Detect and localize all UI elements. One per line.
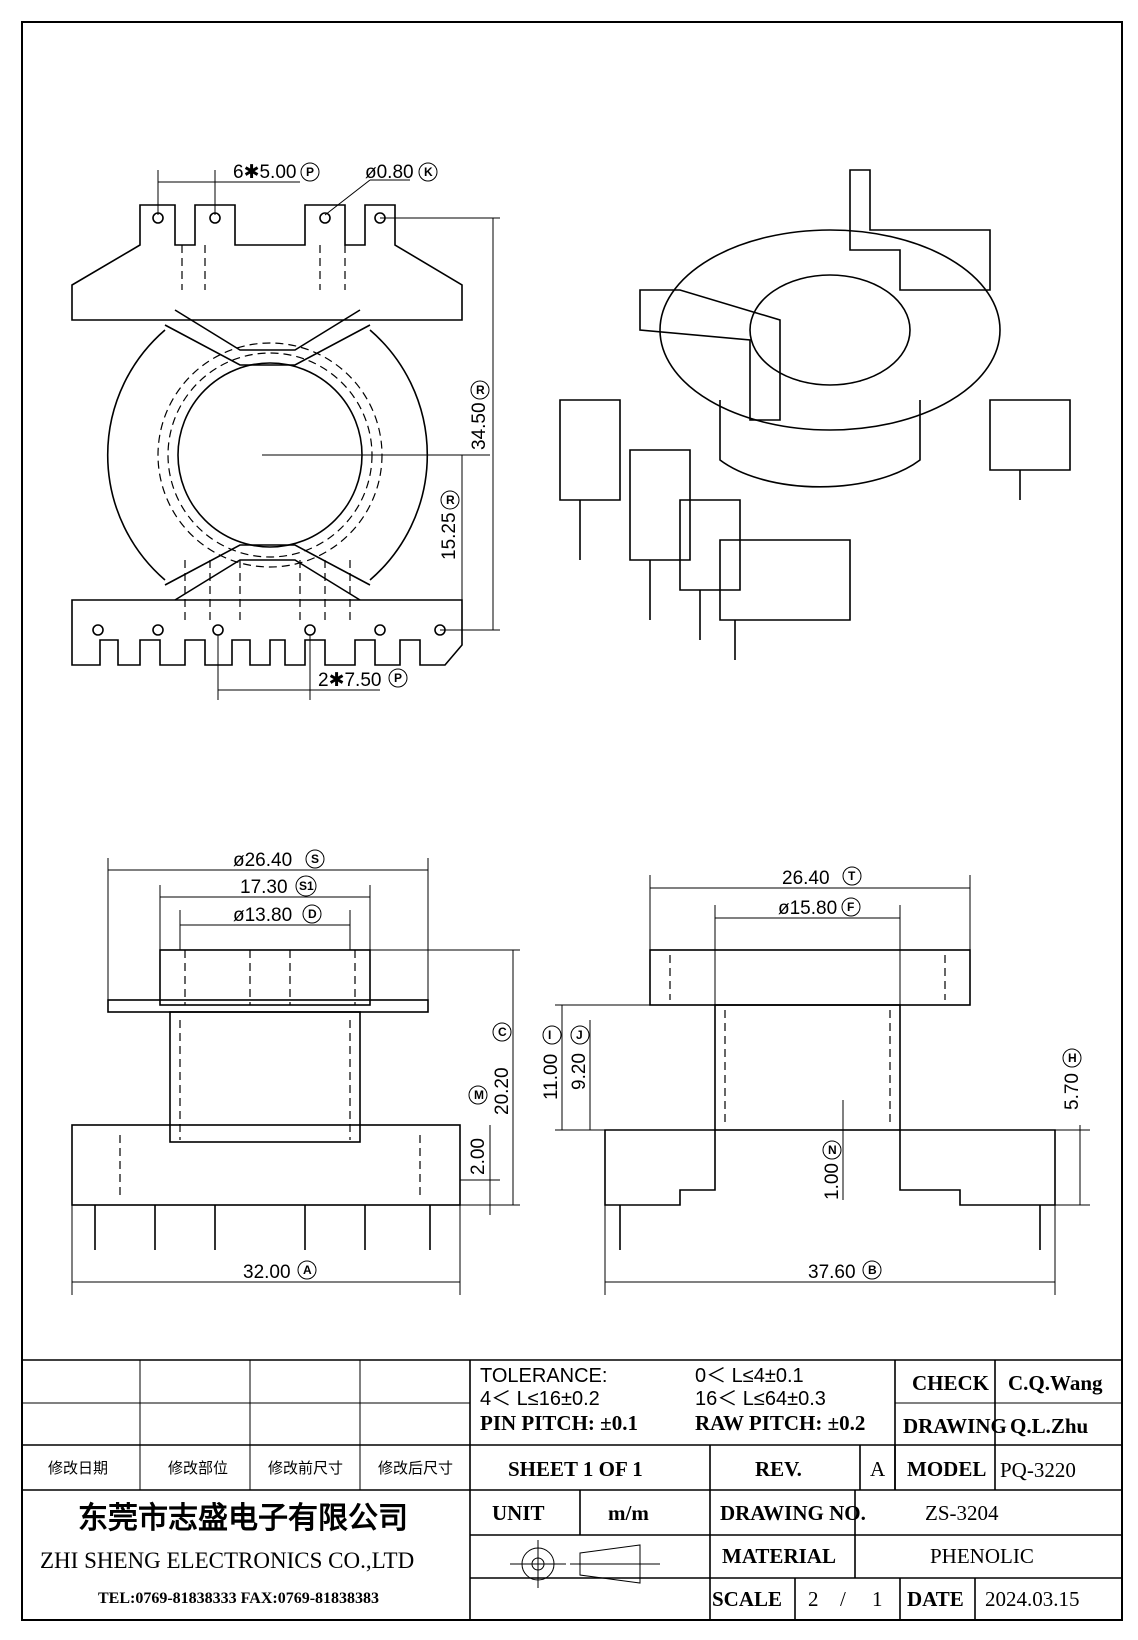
tolerance-label: TOLERANCE: [480,1365,607,1387]
material-value: PHENOLIC [930,1544,1034,1568]
ref-top: T [848,869,856,883]
sheet-count: SHEET 1 OF 1 [508,1457,643,1481]
drawing-label: DRAWING [903,1414,1007,1438]
tolerance-range-3: 16＜ L≤64±0.3 [695,1388,826,1410]
ref-pin-pitch-top: P [306,165,314,179]
dim-base-thk: 1.00 [822,1163,843,1200]
ref-width-side: B [868,1263,877,1277]
dim-width: 32.00 [243,1262,291,1283]
ref-width: A [303,1263,312,1277]
ref-flange-dia: S [311,852,319,866]
model-value: PQ-3220 [1000,1458,1076,1482]
rev-header-date: 修改日期 [48,1460,108,1477]
drawing-no-label: DRAWING NO. [720,1501,866,1525]
raw-pitch: RAW PITCH: ±0.2 [695,1411,865,1435]
material-label: MATERIAL [722,1544,836,1568]
title-block: TOLERANCE: 0＜ L≤4±0.1 4＜ L≤16±0.2 16＜ L≤… [22,1359,1122,1620]
ref-core-dia: D [308,907,317,921]
unit-value: m/m [608,1501,649,1525]
date-value: 2024.03.15 [985,1587,1080,1611]
dim-pin-height: 5.70 [1062,1073,1083,1110]
ref-base-thk: N [828,1143,837,1157]
ref-hole: K [424,165,433,179]
dim-inner: 17.30 [240,877,288,898]
scale-num: 2 [808,1587,819,1611]
drawing-no-value: ZS-3204 [925,1501,999,1525]
tolerance-range-1: 0＜ L≤4±0.1 [695,1365,804,1387]
model-label: MODEL [907,1457,986,1481]
date-label: DATE [907,1587,964,1611]
dim-height: 20.20 [492,1067,513,1115]
dim-width-side: 37.60 [808,1262,856,1283]
pin-pitch: PIN PITCH: ±0.1 [480,1411,638,1435]
dim-pin-pitch-bottom: 2✱7.50 [318,670,381,691]
isometric-view [559,169,1071,660]
dim-core-dia: ø13.80 [233,905,292,926]
ref-height-center: R [446,493,455,507]
ref-base: M [474,1088,484,1102]
ref-height-total: R [476,383,485,397]
sheet-border [21,21,1123,1621]
dim-height-center: 15.25 [439,512,460,560]
dim-height-total: 34.50 [469,402,490,450]
projection-symbol [510,1540,660,1588]
dim-flange-dia: ø26.40 [233,850,292,871]
ref-pin-pitch-bottom: P [394,671,402,685]
ref-core: F [847,900,854,914]
rev-label: REV. [755,1457,802,1481]
rev-value: A [870,1457,886,1481]
rev-header-before: 修改前尺寸 [268,1460,343,1477]
check-value: C.Q.Wang [1008,1371,1103,1395]
ref-winding-outer: I [548,1028,551,1042]
dim-winding-outer: 11.00 [541,1054,562,1100]
ref-inner: S1 [299,879,314,893]
ref-height: C [498,1025,507,1039]
scale-sep: / [840,1587,846,1611]
tolerance-range-2: 4＜ L≤16±0.2 [480,1388,600,1410]
dim-pin-pitch-top: 6✱5.00 [233,162,296,183]
company-name-cn: 东莞市志盛电子有限公司 [78,1501,408,1536]
dim-hole: ø0.80 [365,162,414,183]
dim-winding-inner: 9.20 [569,1053,590,1090]
front-view: ø26.40 S 17.30 S1 ø13.80 D 20.20 C 2.00 … [71,849,520,1295]
dim-base: 2.00 [468,1138,489,1175]
scale-den: 1 [872,1587,883,1611]
company-name-en: ZHI SHENG ELECTRONICS CO.,LTD [40,1548,414,1573]
side-view: 26.40 T ø15.80 F 11.00 I 9.20 J 5.70 H 1… [541,866,1090,1295]
dim-top: 26.40 [782,868,830,889]
unit-label: UNIT [492,1501,545,1525]
scale-label: SCALE [712,1587,782,1611]
top-view: 6✱5.00 P ø0.80 K 34.50 R 15.25 R 2✱7.50 … [71,162,500,700]
company-contact: TEL:0769-81838333 FAX:0769-81838383 [98,1590,379,1607]
drawing-value: Q.L.Zhu [1010,1414,1089,1438]
ref-pin-height: H [1068,1051,1077,1065]
dim-core: ø15.80 [778,898,837,919]
rev-header-part: 修改部位 [168,1460,228,1477]
rev-header-after: 修改后尺寸 [378,1460,453,1477]
ref-winding-inner: J [576,1028,583,1042]
check-label: CHECK [912,1371,990,1395]
